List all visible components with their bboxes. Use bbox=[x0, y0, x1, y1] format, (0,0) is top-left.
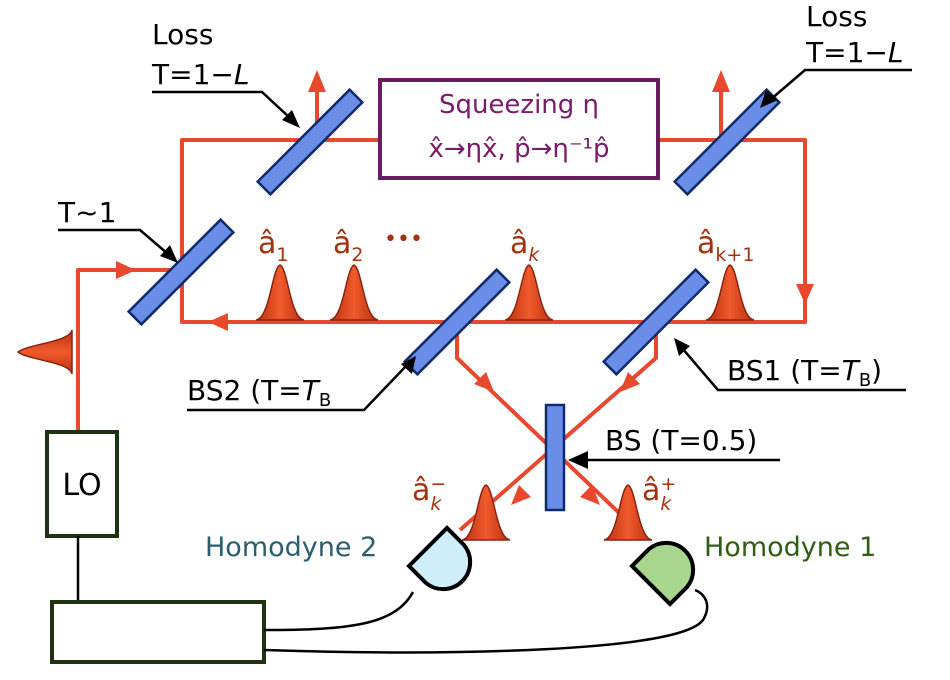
homodyne1-detector bbox=[629, 540, 696, 607]
lo-input-beam bbox=[76, 268, 182, 432]
lo-input-pulse bbox=[16, 329, 73, 375]
homodyne2-detector bbox=[406, 525, 473, 592]
homodyne1-wire bbox=[263, 588, 709, 654]
mode-akm-label: âk− bbox=[412, 473, 446, 515]
input-coupler-label: T~1 bbox=[57, 196, 116, 229]
arrow-loss-left-up bbox=[308, 70, 326, 92]
homodyne1-label: Homodyne 1 bbox=[704, 532, 876, 563]
loss-left-title: Loss bbox=[152, 18, 213, 51]
bs-center-splitter bbox=[544, 403, 566, 512]
loss-right-formula: T=1−L bbox=[805, 36, 903, 69]
squeezing-box: Squeezing η x̂→ηx̂, p̂→η⁻¹p̂ bbox=[378, 78, 660, 180]
bs1-splitter bbox=[601, 267, 711, 377]
loss-left-leader bbox=[152, 90, 291, 119]
pulse-akm bbox=[461, 484, 511, 541]
lo-unit: LO bbox=[45, 430, 266, 664]
mode-ellipsis: ••• bbox=[384, 227, 423, 252]
detector-wires bbox=[263, 588, 709, 654]
t1-leader bbox=[58, 228, 169, 255]
loss-right-leader-head bbox=[760, 90, 778, 108]
mode-ak-label: âk bbox=[510, 226, 540, 266]
arrow-to-homodyne2 bbox=[511, 485, 531, 505]
arrow-input-right bbox=[116, 261, 136, 279]
pulse-akp bbox=[603, 484, 653, 541]
leader-arrowheads bbox=[160, 90, 778, 469]
loss-right-leader bbox=[769, 68, 912, 101]
pulse-a1 bbox=[255, 264, 305, 321]
homodyne-detectors bbox=[406, 525, 696, 607]
arrow-bottom-left bbox=[208, 313, 228, 331]
bs1-leader-head bbox=[674, 338, 690, 356]
pulse-a2 bbox=[329, 264, 379, 321]
loss-left-formula: T=1−L bbox=[151, 58, 249, 91]
electronics-box bbox=[50, 600, 266, 664]
arrow-to-homodyne1 bbox=[580, 485, 600, 505]
mode-a1-label: â1 bbox=[258, 226, 288, 266]
lo-label: LO bbox=[62, 468, 101, 503]
input-coupler-splitter bbox=[126, 217, 236, 327]
loss-right-title: Loss bbox=[806, 0, 867, 33]
lo-box bbox=[45, 430, 119, 538]
bs-center-label: BS (T=0.5) bbox=[605, 424, 757, 457]
pulse-ak bbox=[504, 264, 554, 321]
bs2-leader-head bbox=[401, 356, 416, 374]
arrow-bs1-down bbox=[620, 372, 640, 392]
beam-arrows bbox=[116, 70, 814, 505]
bs1-leader bbox=[681, 347, 906, 392]
mode-akp-label: âk+ bbox=[642, 473, 676, 515]
t1-leader-head bbox=[160, 245, 178, 263]
bs1-label: BS1 (T=TB) bbox=[727, 354, 882, 391]
arrow-bs2-down bbox=[474, 372, 494, 392]
mode-a2-label: â2 bbox=[333, 226, 363, 266]
arrow-right-side-down bbox=[796, 284, 814, 304]
loss-left-splitter bbox=[255, 87, 365, 197]
squeezer-title: Squeezing η bbox=[439, 90, 599, 120]
bs2-label: BS2 (T=TB bbox=[187, 374, 331, 411]
loop-pulses bbox=[255, 264, 755, 541]
homodyne2-label: Homodyne 2 bbox=[205, 532, 377, 563]
leader-lines bbox=[58, 68, 912, 462]
squeezer-transform: x̂→ηx̂, p̂→η⁻¹p̂ bbox=[429, 134, 610, 164]
bs-leader-head bbox=[568, 451, 588, 469]
arrow-loss-right-up bbox=[712, 70, 730, 92]
squeezer-frame bbox=[378, 78, 660, 180]
loss-left-leader-head bbox=[282, 110, 300, 128]
mode-ak1-label: âk+1 bbox=[697, 226, 754, 266]
mode-labels: â1 â2 ••• âk âk+1 âk− âk+ bbox=[258, 226, 754, 515]
bs2-leader bbox=[187, 363, 409, 412]
annotations: Loss T=1−L Loss T=1−L T~1 BS2 (T=TB BS1 … bbox=[57, 0, 903, 457]
homodyne2-wire bbox=[263, 591, 415, 632]
pulse-ak1 bbox=[705, 264, 755, 321]
